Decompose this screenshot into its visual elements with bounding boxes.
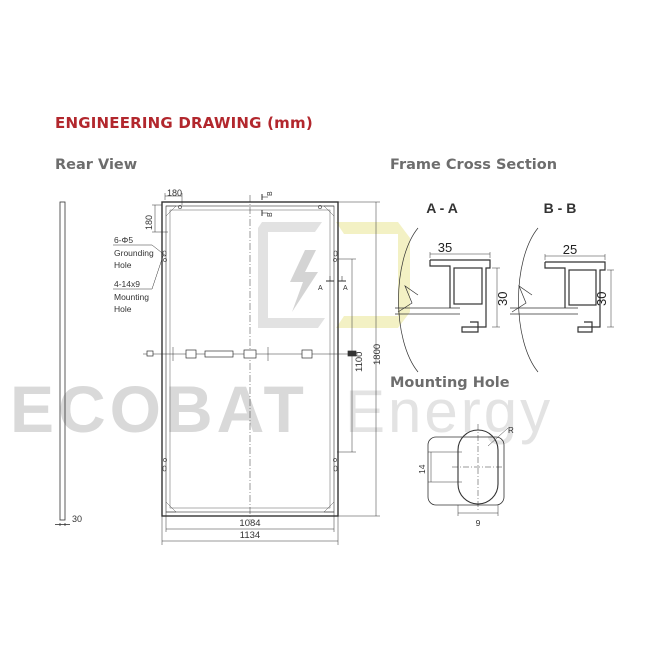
drawing-title: ENGINEERING DRAWING (mm) — [55, 114, 313, 132]
mounting-hole — [333, 250, 338, 257]
section-a-width: 35 — [438, 240, 452, 255]
side-thickness-label: 30 — [72, 514, 82, 524]
mounting-hole — [162, 465, 167, 472]
grounding-hole — [178, 205, 182, 209]
watermark: ECOBAT Energy — [10, 222, 553, 446]
mount-hole-detail — [427, 424, 509, 516]
mount-hole-width: 9 — [476, 518, 481, 528]
section-b-height: 30 — [594, 292, 609, 306]
section-a-title: A - A — [426, 200, 458, 216]
mounting-hole-label: Mounting — [114, 292, 149, 302]
dim-inner-width: 1084 — [239, 518, 260, 529]
watermark-bold-text: ECOBAT — [10, 372, 308, 446]
mount-hole-radius: R — [508, 426, 514, 435]
mounting-hole-label-2: Hole — [114, 304, 132, 314]
section-b-width: 25 — [563, 242, 577, 257]
grounding-hole — [333, 258, 337, 262]
grounding-hole — [318, 205, 322, 209]
watermark-logo-icon — [258, 222, 410, 328]
cross-section-a — [395, 227, 500, 373]
mounting-hole — [333, 465, 338, 472]
rear-view-heading: Rear View — [55, 157, 138, 173]
section-a-height: 30 — [495, 292, 510, 306]
frame-cross-section-heading: Frame Cross Section — [390, 157, 558, 173]
grounding-hole — [163, 458, 167, 462]
dim-top-offset-h: 180 — [167, 188, 182, 198]
grounding-hole — [333, 458, 337, 462]
grounding-hole-label-2: Hole — [114, 260, 132, 270]
section-b-mark-top: B — [267, 191, 274, 196]
mounting-hole-spec: 4-14x9 — [114, 279, 140, 289]
grounding-hole — [163, 258, 167, 262]
dim-height: 1800 — [372, 344, 383, 365]
junction-box-cables — [143, 347, 358, 361]
grounding-hole-spec: 6-Φ5 — [114, 235, 133, 245]
section-a-mark-right: A — [343, 285, 348, 292]
watermark-light-text: Energy — [345, 378, 553, 445]
grounding-hole-label: Grounding — [114, 248, 154, 258]
section-b-title: B - B — [544, 200, 577, 216]
dim-top-offset-v: 180 — [144, 215, 154, 230]
mount-hole-height: 14 — [417, 464, 427, 474]
rear-view — [113, 193, 380, 545]
mounting-hole — [162, 250, 167, 257]
section-a-mark-left: A — [318, 285, 323, 292]
dim-hole-spacing: 1100 — [354, 352, 365, 372]
side-profile — [55, 201, 70, 526]
section-b-mark-bottom: B — [267, 212, 274, 217]
cross-section-b — [510, 227, 614, 373]
dim-outer-width: 1134 — [240, 530, 260, 541]
mounting-hole-heading: Mounting Hole — [390, 375, 510, 391]
